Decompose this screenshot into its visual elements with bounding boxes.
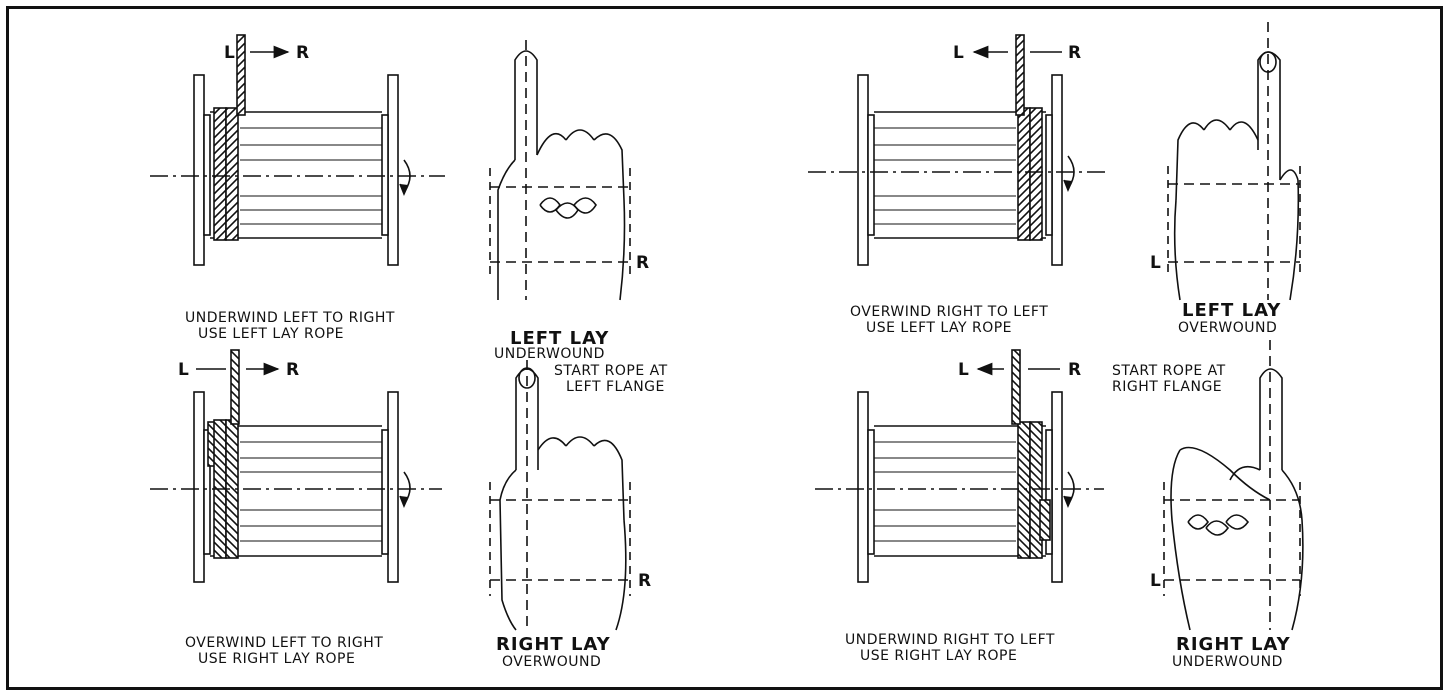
lay-subtitle: OVERWOUND [1178,320,1277,336]
direction-right-label: R [1068,43,1081,63]
caption-line1: OVERWIND LEFT TO RIGHT [185,635,383,651]
drum-underwind-left-to-right [150,34,445,266]
hand-side-label: L [1150,571,1161,591]
drum-underwind-right-to-left [815,349,1104,583]
hand-side-label: L [1150,253,1161,273]
drum-overwind-right-to-left [808,34,1110,266]
direction-right-label: R [286,360,299,380]
direction-left-label: L [953,43,964,63]
lay-title: RIGHT LAY [1176,634,1291,655]
lay-title: LEFT LAY [510,328,609,349]
hand-side-label: R [638,571,651,591]
lay-subtitle: OVERWOUND [502,654,601,670]
start-note-line1: START ROPE AT [1112,363,1226,379]
lay-subtitle: UNDERWOUND [494,346,605,362]
direction-right-label: R [1068,360,1081,380]
start-note-line1: START ROPE AT [554,363,668,379]
start-note-line2: LEFT FLANGE [566,379,665,395]
figure-frame [6,6,1443,690]
direction-left-label: L [224,43,235,63]
hand-right-lay-underwound [1163,340,1304,631]
hand-left-lay-overwound [1167,22,1301,301]
caption-line2: USE LEFT LAY ROPE [198,326,344,342]
caption-line1: UNDERWIND LEFT TO RIGHT [185,310,395,326]
caption-line1: UNDERWIND RIGHT TO LEFT [845,632,1055,648]
caption-line2: USE RIGHT LAY ROPE [860,648,1017,664]
caption-line2: USE LEFT LAY ROPE [866,320,1012,336]
direction-left-label: L [178,360,189,380]
caption-line2: USE RIGHT LAY ROPE [198,651,355,667]
hand-side-label: R [636,253,649,273]
lay-subtitle: UNDERWOUND [1172,654,1283,670]
direction-left-label: L [958,360,969,380]
hand-left-lay-underwound [489,40,631,301]
start-note-line2: RIGHT FLANGE [1112,379,1222,395]
drum-overwind-left-to-right [150,349,442,583]
caption-line1: OVERWIND RIGHT TO LEFT [850,304,1048,320]
direction-right-label: R [296,43,309,63]
lay-title: RIGHT LAY [496,634,611,655]
hand-right-lay-overwound [489,360,631,631]
lay-title: LEFT LAY [1182,300,1281,321]
